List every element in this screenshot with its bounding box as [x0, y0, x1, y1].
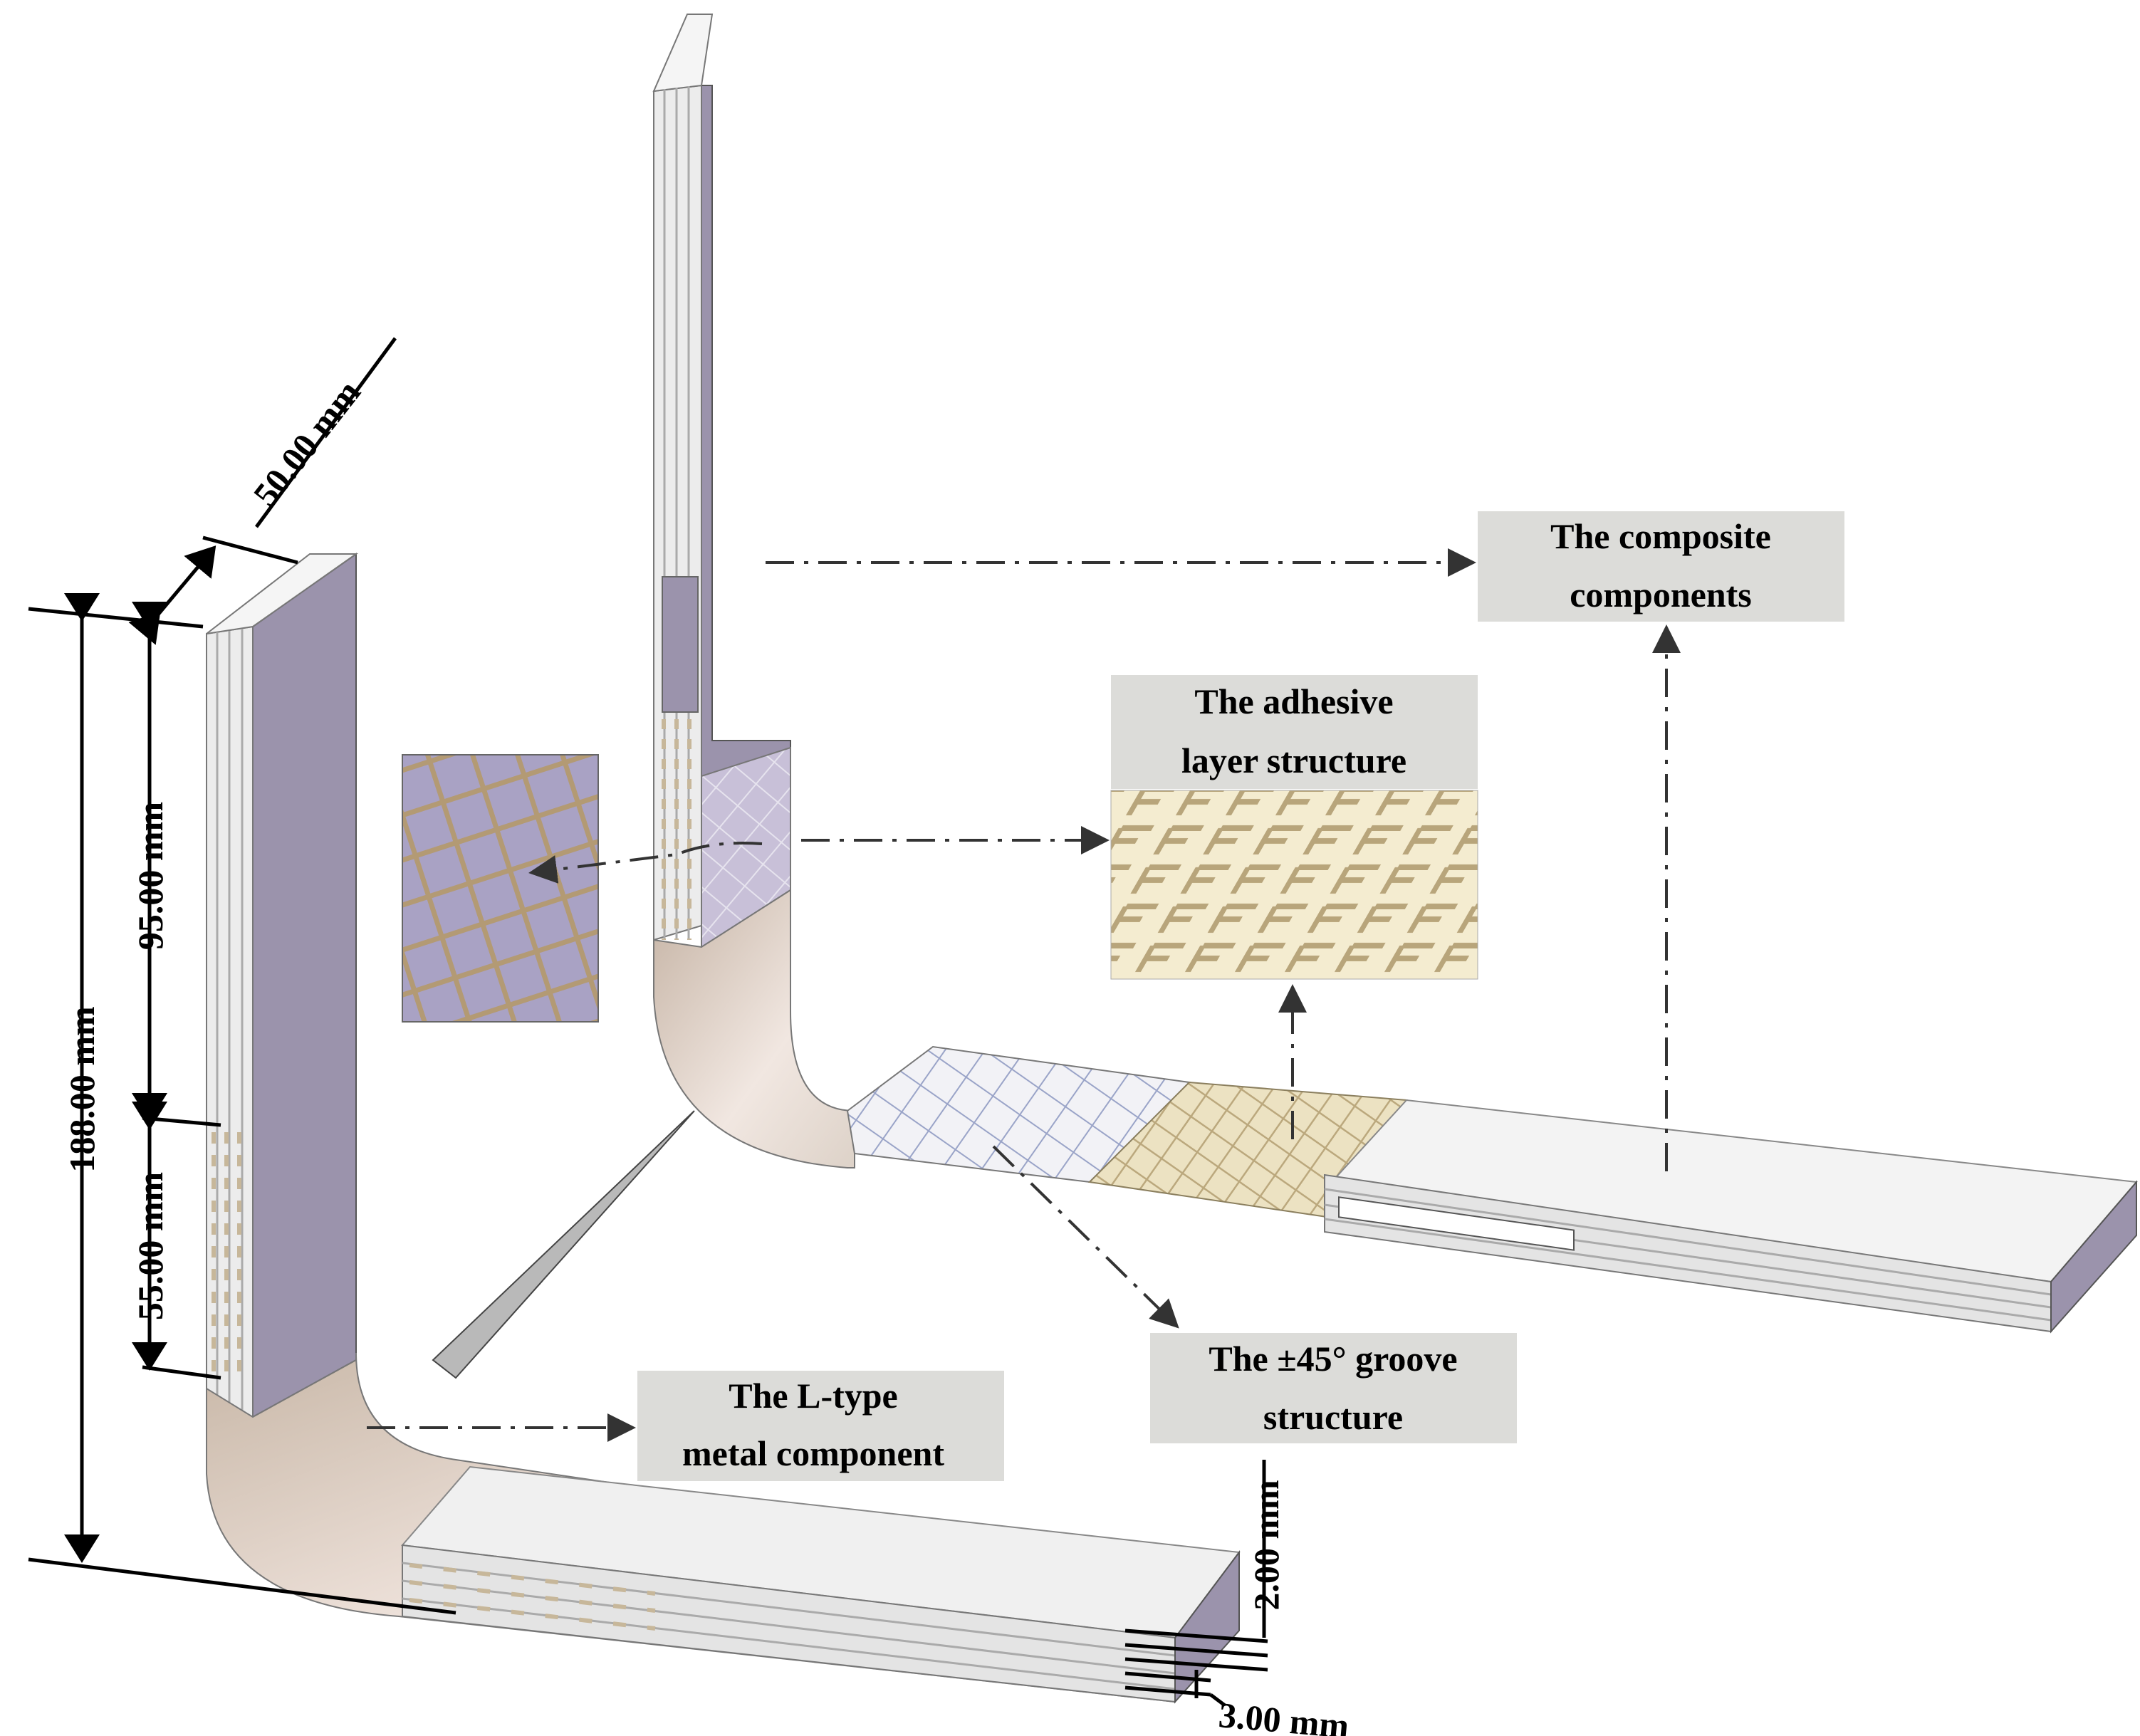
groove-label-line2: structure [1263, 1397, 1403, 1437]
left-horizontal-groove-marks [409, 1563, 656, 1631]
adhesive-label-line2: layer structure [1181, 741, 1406, 780]
purple-mesh-inset [402, 754, 599, 1023]
vertical-insert-tab [662, 576, 699, 713]
left-l-component [206, 553, 1241, 1704]
ltype-label-line1: The L-type [729, 1376, 898, 1416]
composite-label-line2: components [1570, 575, 1752, 615]
adhesive-label-line1: The adhesive [1194, 681, 1393, 721]
groove-label-line1: The ±45° groove [1209, 1339, 1457, 1379]
label-adhesive-layer: The adhesive layer structure [1111, 675, 1478, 789]
dim-lower-height-label: 55.00 mm [130, 1172, 170, 1320]
left-vertical-face [252, 553, 357, 1418]
adhesive-layer-inset [1110, 790, 1478, 980]
label-groove-structure: The ±45° groove structure [1150, 1333, 1517, 1443]
dim-thick-layer-label: 3.00 mm [1217, 1695, 1350, 1736]
leader-groove [992, 1145, 1179, 1329]
label-composite-components: The composite components [1478, 511, 1844, 622]
dim-width-label: 50.00 mm [246, 372, 368, 514]
dimension-lines [28, 337, 1268, 1707]
dim-thin-layer-label: 2.00 mm [1246, 1480, 1286, 1610]
dim-upper-height-label: 95.00 mm [130, 802, 170, 950]
callout-wedge [432, 1110, 695, 1379]
horizontal-insert-tab [1338, 1196, 1575, 1251]
leader-arrows [367, 548, 1681, 1442]
left-vertical-groove-marks [212, 1132, 241, 1374]
right-vertical-top [652, 14, 714, 93]
right-horizontal-end [2050, 1180, 2137, 1334]
composite-label-line1: The composite [1550, 516, 1771, 556]
label-l-type-metal: The L-type metal component [637, 1371, 1004, 1481]
right-l-component [652, 14, 2138, 1334]
ltype-label-line2: metal component [682, 1433, 944, 1473]
leader-purple-inset [528, 842, 763, 884]
dim-total-height-label: 188.00 mm [62, 1006, 102, 1172]
right-bend [653, 889, 855, 1168]
left-vertical-top [206, 553, 359, 634]
